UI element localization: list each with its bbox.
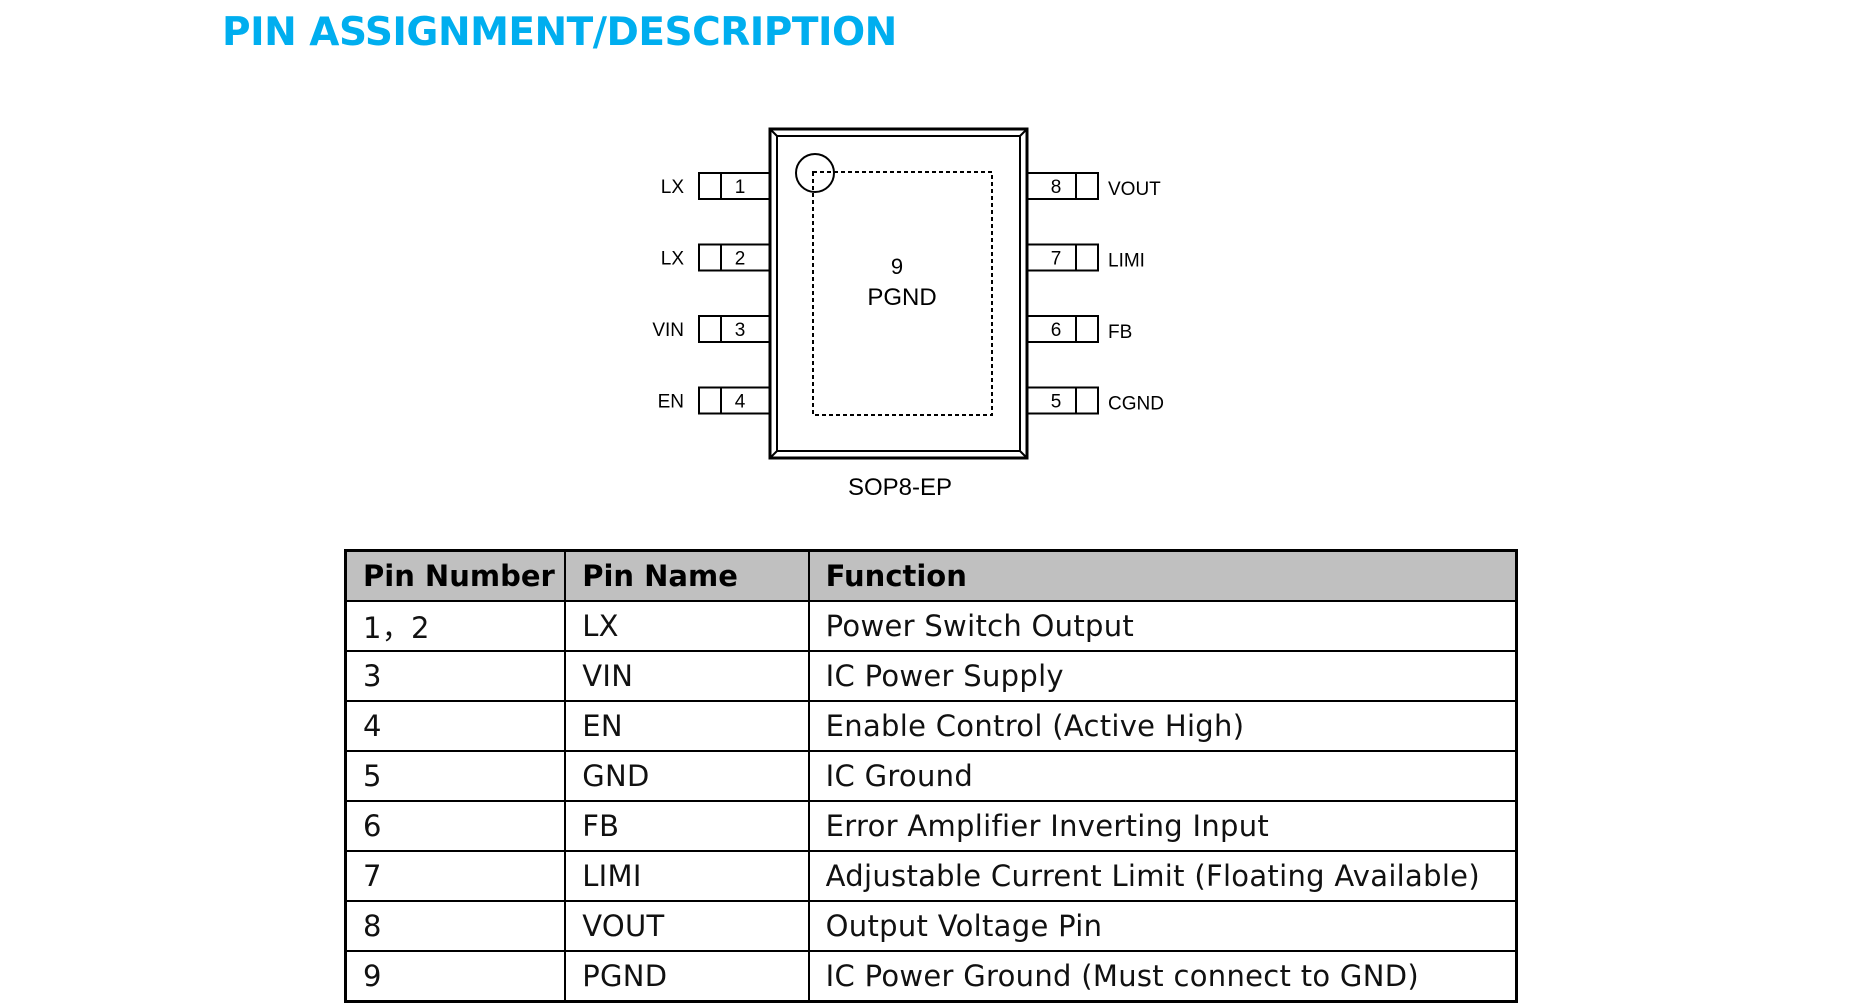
cell-pin-number: 1，2: [344, 600, 567, 652]
pin-pad: [698, 315, 771, 343]
package-label: SOP8-EP: [847, 474, 953, 501]
pin-name: LX: [661, 177, 685, 198]
pin1-marker-icon: [795, 153, 835, 193]
pin-number: 7: [1051, 249, 1062, 270]
pin-pad: [698, 243, 771, 272]
pin-number: 3: [735, 320, 746, 341]
cell-pin-number: 7: [344, 850, 567, 902]
table-header-row: Pin Number Pin Name Function: [344, 549, 1518, 602]
right-pin: 5 CGND: [1026, 386, 1164, 415]
cell-function: Adjustable Current Limit (Floating Avail…: [807, 850, 1518, 902]
cell-function: Enable Control (Active High): [807, 700, 1518, 752]
chip-body-outer: [768, 127, 1029, 460]
cell-pin-number: 8: [344, 900, 567, 952]
pin-number: 4: [735, 392, 746, 413]
cell-function: IC Power Ground (Must connect to GND): [807, 950, 1518, 1003]
pin-name: CGND: [1108, 394, 1164, 415]
pin-pad: [1026, 315, 1099, 343]
cell-pin-name: EN: [564, 700, 810, 752]
left-pin: 3 VIN: [652, 315, 771, 343]
cell-pin-number: 9: [344, 950, 567, 1003]
cell-pin-name: LIMI: [564, 850, 810, 902]
chip-bevel: [769, 450, 778, 459]
left-pin: 1 LX: [661, 172, 771, 200]
cell-pin-number: 3: [344, 650, 567, 702]
header-function: Function: [807, 549, 1518, 602]
cell-function: IC Ground: [807, 750, 1518, 802]
pin-pad: [1026, 386, 1099, 415]
cell-pin-number: 4: [344, 700, 567, 752]
cell-pin-name: GND: [564, 750, 810, 802]
cell-pin-number: 5: [344, 750, 567, 802]
cell-function: Error Amplifier Inverting Input: [807, 800, 1518, 852]
pin-name: VOUT: [1108, 179, 1161, 200]
right-pin: 7 LIMI: [1026, 243, 1145, 272]
chip-bevel: [1019, 450, 1028, 459]
chip-body-inner: [776, 135, 1021, 452]
cell-pin-name: FB: [564, 800, 810, 852]
pin-number: 8: [1051, 177, 1062, 198]
cell-pin-number: 6: [344, 800, 567, 852]
pin-name: LIMI: [1108, 251, 1145, 272]
pin-number: 1: [735, 177, 746, 198]
cell-function: Power Switch Output: [807, 600, 1518, 652]
header-pin-name: Pin Name: [564, 549, 810, 602]
pin-number: 5: [1051, 392, 1062, 413]
pin-pad: [1026, 243, 1099, 272]
pad-number: 9: [891, 254, 903, 279]
pad-name: PGND: [867, 284, 936, 311]
left-pin: 2 LX: [661, 243, 771, 272]
pin-pad: [698, 386, 771, 415]
chip-bevel: [1019, 128, 1028, 137]
header-pin-number: Pin Number: [344, 549, 567, 602]
cell-function: Output Voltage Pin: [807, 900, 1518, 952]
cell-pin-name: VOUT: [564, 900, 810, 952]
pin-name: VIN: [652, 320, 684, 341]
pin-pad: [698, 172, 771, 200]
pin-name: LX: [661, 249, 685, 270]
cell-function: IC Power Supply: [807, 650, 1518, 702]
pin-number: 6: [1051, 320, 1062, 341]
section-heading: PIN ASSIGNMENT/DESCRIPTION: [222, 10, 897, 55]
left-pin: 4 EN: [658, 386, 771, 415]
chip-bevel: [769, 128, 778, 137]
pin-number: 2: [735, 249, 746, 270]
exposed-pad-outline: [812, 171, 993, 416]
right-pin: 8 VOUT: [1026, 172, 1161, 200]
pin-name: EN: [658, 392, 684, 413]
cell-pin-name: VIN: [564, 650, 810, 702]
pin-pad: [1026, 172, 1099, 200]
cell-pin-name: PGND: [564, 950, 810, 1003]
right-pin: 6 FB: [1026, 315, 1132, 343]
cell-pin-name: LX: [564, 600, 810, 652]
pin-name: FB: [1108, 322, 1132, 343]
